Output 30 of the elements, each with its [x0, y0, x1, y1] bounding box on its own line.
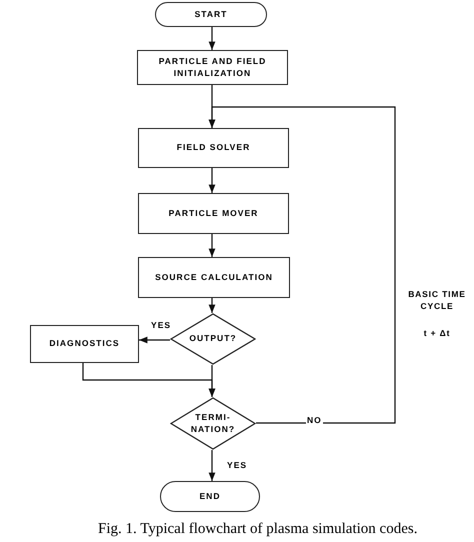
arrow: [208, 450, 216, 481]
process-box: [138, 128, 289, 168]
node-text: DIAGNOSTICS: [48, 338, 121, 350]
arrow: [208, 298, 216, 313]
arrow: [208, 106, 396, 424]
arrow: [82, 363, 216, 397]
node-text: TERMI- NATION?: [190, 412, 236, 436]
decision-diamond: [170, 397, 256, 450]
process-box: [138, 257, 290, 298]
node-text: END: [198, 490, 222, 502]
edge-label: YES: [226, 461, 248, 470]
node-text: PARTICLE MOVER: [168, 208, 260, 220]
node-text: FIELD SOLVER: [176, 142, 252, 154]
process-box: [137, 50, 288, 85]
node-text: OUTPUT?: [188, 333, 238, 345]
process-box: [30, 325, 139, 363]
decision-diamond: [170, 313, 256, 365]
edge-label: NO: [306, 416, 323, 424]
loop-note: BASIC TIME CYCLE: [407, 289, 467, 313]
node-text: PARTICLE AND FIELD INITIALIZATION: [158, 56, 268, 80]
figure-caption: Fig. 1. Typical flowchart of plasma simulation codes.: [98, 520, 418, 539]
arrow: [208, 168, 216, 193]
arrow: [139, 336, 170, 344]
node-text: SOURCE CALCULATION: [154, 272, 274, 284]
arrow: [208, 27, 216, 50]
edge-label: YES: [150, 321, 172, 330]
node-text: START: [194, 8, 228, 20]
process-box: [138, 193, 289, 234]
loop-note: t + Δt: [422, 328, 452, 340]
arrow: [208, 234, 216, 257]
